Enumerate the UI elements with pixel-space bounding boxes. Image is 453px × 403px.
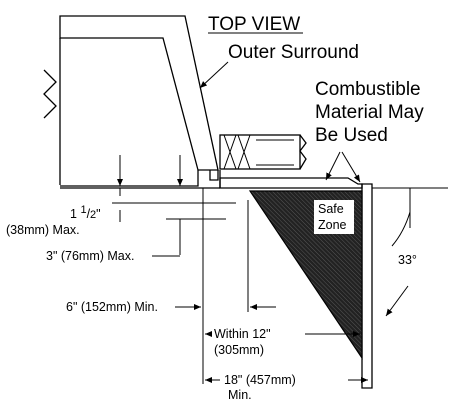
dim-6-label: 6" (152mm) Min. [66,300,158,314]
combustible-line-2: Material May [315,102,424,123]
left-wall-break [43,38,61,185]
safe-zone-region [248,190,363,360]
side-wall [361,183,373,389]
dim-12-label-2: (305mm) [214,343,264,357]
firebox-face [60,170,219,187]
dim-18-label-2: Min. [228,388,252,402]
dim-1-5-label: 1 1/2" [70,204,101,221]
dim-12-arrows [205,322,363,340]
safe-zone-label-bg [314,200,354,234]
outer-surround-label: Outer Surround [228,42,359,63]
safe-zone-label-2: Zone [318,218,347,232]
outer-surround-leader [199,61,229,89]
dim-12-label-1: Within 12" [214,327,271,341]
dim-1-5-metric: (38mm) Max. [6,223,80,237]
dim-1-5-lines [112,155,236,222]
dim-18-label-1: 18" (457mm) [224,373,296,387]
safe-zone-label-1: Safe [318,202,344,216]
combustible-leaders [325,151,361,183]
angle-label: 33° [398,253,417,267]
combustible-line-1: Combustible [315,79,421,100]
dim-3-label: 3" (76mm) Max. [46,249,134,263]
mantel-shelf [219,170,363,189]
dim-3-lines [166,155,226,255]
framing-box [219,134,307,170]
outer-surround-wall [59,15,219,171]
vertical-extension-lines [202,188,249,384]
combustible-line-3: Be Used [315,125,388,146]
angle-indicator [385,188,411,317]
title-top-view: TOP VIEW [208,14,300,35]
